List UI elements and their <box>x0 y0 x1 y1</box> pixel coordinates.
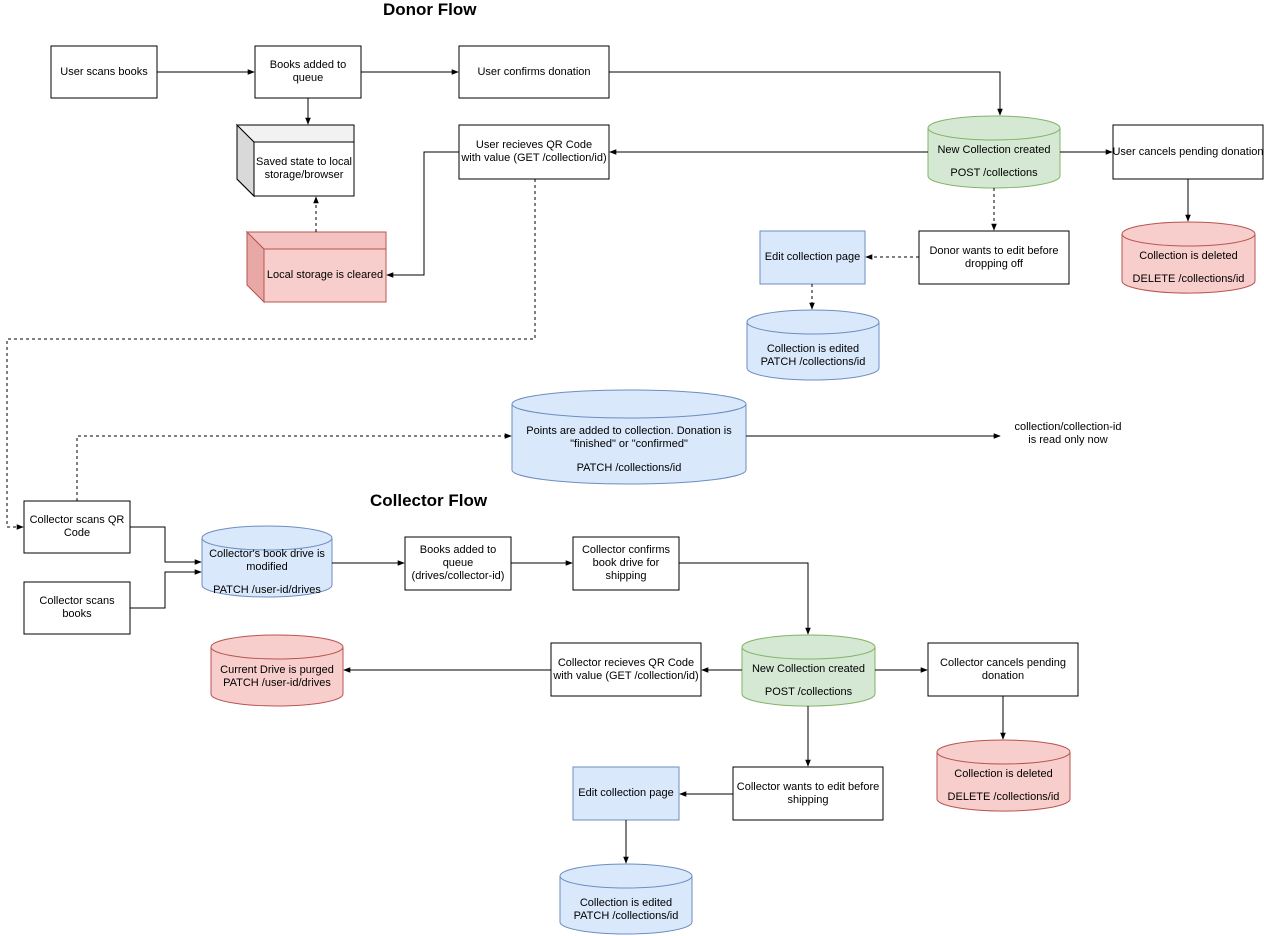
node-collector-cancels <box>927 642 1079 697</box>
collector-new-collection-title: New Collection created <box>751 663 866 675</box>
book-drive-modified-endpoint: PATCH /user-id/drives <box>213 583 321 596</box>
label-collector-wants-edit: Collector wants to edit before shipping <box>736 780 880 806</box>
node-collector-collection-deleted-cylinder <box>936 739 1071 812</box>
collection-deleted-endpoint: DELETE /collections/id <box>1132 273 1245 285</box>
label-points-added: Points are added to collection. Donation… <box>526 425 732 450</box>
node-collector-new-collection-cylinder <box>741 634 876 707</box>
label-user-receives-qr: User recieves QR Code with value (GET /c… <box>461 139 607 164</box>
label-collector-collection-edited: Collection is edited PATCH /collections/… <box>573 897 679 922</box>
edge-qr-to-localcleared <box>386 151 459 278</box>
node-local-storage-cleared-box <box>245 230 387 304</box>
label-books-added-queue: Books added to queue <box>269 59 347 84</box>
node-collection-edited-cylinder <box>746 309 880 381</box>
collector-flow-title: Collector Flow <box>370 491 488 510</box>
new-collection-endpoint: POST /collections <box>950 167 1038 179</box>
node-new-collection-cylinder <box>927 115 1061 189</box>
label-read-only: collection/collection-id is read only no… <box>1014 421 1122 446</box>
label-points-added-endpoint: PATCH /collections/id <box>576 461 682 474</box>
label-collection-edited: Collection is edited PATCH /collections/… <box>760 343 866 368</box>
label-user-confirms-donation: User confirms donation <box>477 65 591 78</box>
label-edit-collection-page: Edit collection page <box>764 251 861 263</box>
node-user-confirms-donation <box>458 45 610 99</box>
collector-collection-deleted-endpoint: DELETE /collections/id <box>947 791 1060 803</box>
new-collection-title: New Collection created <box>937 144 1051 156</box>
edge-confirmdrive-to-newcollection <box>679 562 811 635</box>
label-collector-cancels: Collector cancels pending donation <box>940 656 1066 682</box>
node-points-added-cylinder <box>511 389 747 485</box>
node-drive-purged-cylinder <box>210 634 344 707</box>
collector-collection-deleted-title: Collection is deleted <box>954 768 1053 780</box>
label-local-storage-cleared: Local storage is cleared <box>266 269 384 281</box>
edge-confirm-to-newcollection <box>609 71 1003 116</box>
collection-deleted-title: Collection is deleted <box>1139 250 1238 262</box>
label-collector-confirms-drive: Collector confirms book drive for shippi… <box>581 544 671 582</box>
label-saved-state: Saved state to local storage/browser <box>256 156 353 181</box>
node-collection-deleted-cylinder <box>1121 221 1256 294</box>
label-new-collection: New Collection created POST /collections <box>928 140 1060 184</box>
donor-flow-title: Donor Flow <box>383 0 477 19</box>
label-collector-scans-books: Collector scans books <box>39 595 115 620</box>
node-collector-books-added-queue <box>404 536 512 591</box>
label-user-scans-books: User scans books <box>60 65 148 78</box>
label-book-drive-modified: Collector's book drive is modified PATCH… <box>198 547 336 596</box>
book-drive-modified-title: Collector's book drive is modified <box>209 547 325 573</box>
label-collector-receives-qr: Collector recieves QR Code with value (G… <box>553 656 699 682</box>
edge-qr-to-collector-scan <box>6 179 536 530</box>
node-user-cancels <box>1112 124 1264 180</box>
node-collector-collection-edited-cylinder <box>559 863 693 935</box>
node-collector-scans-books <box>23 581 131 635</box>
label-user-cancels: User cancels pending donation <box>1112 145 1264 158</box>
node-books-added-queue <box>254 45 362 99</box>
label-collector-books-added-queue: Books added to queue (drives/collector-i… <box>411 544 505 582</box>
node-collector-edit-collection-page <box>572 766 680 821</box>
node-user-scans-books <box>50 45 158 99</box>
collector-new-collection-endpoint: POST /collections <box>764 686 853 698</box>
label-collector-scans-qr: Collector scans QR Code <box>29 514 125 539</box>
label-collector-new-collection: New Collection created POST /collections <box>742 659 875 703</box>
node-saved-state-box <box>235 123 355 198</box>
node-collector-confirms-drive <box>572 536 680 591</box>
node-collector-scans-qr <box>23 500 131 554</box>
label-collector-edit-collection-page: Edit collection page <box>578 787 674 799</box>
node-book-drive-modified-cylinder <box>201 525 333 598</box>
label-collector-collection-deleted: Collection is deleted DELETE /collection… <box>937 764 1070 808</box>
edge-collector-scan-to-points <box>76 433 512 501</box>
edge-scanbooks-to-drive <box>130 569 202 609</box>
edge-scanqr-to-drive <box>130 526 202 565</box>
node-collector-wants-edit <box>732 766 884 821</box>
label-collection-deleted: Collection is deleted DELETE /collection… <box>1122 246 1255 290</box>
label-donor-wants-edit: Donor wants to edit before dropping off <box>929 244 1059 270</box>
label-drive-purged: Current Drive is purged PATCH /user-id/d… <box>220 664 334 689</box>
